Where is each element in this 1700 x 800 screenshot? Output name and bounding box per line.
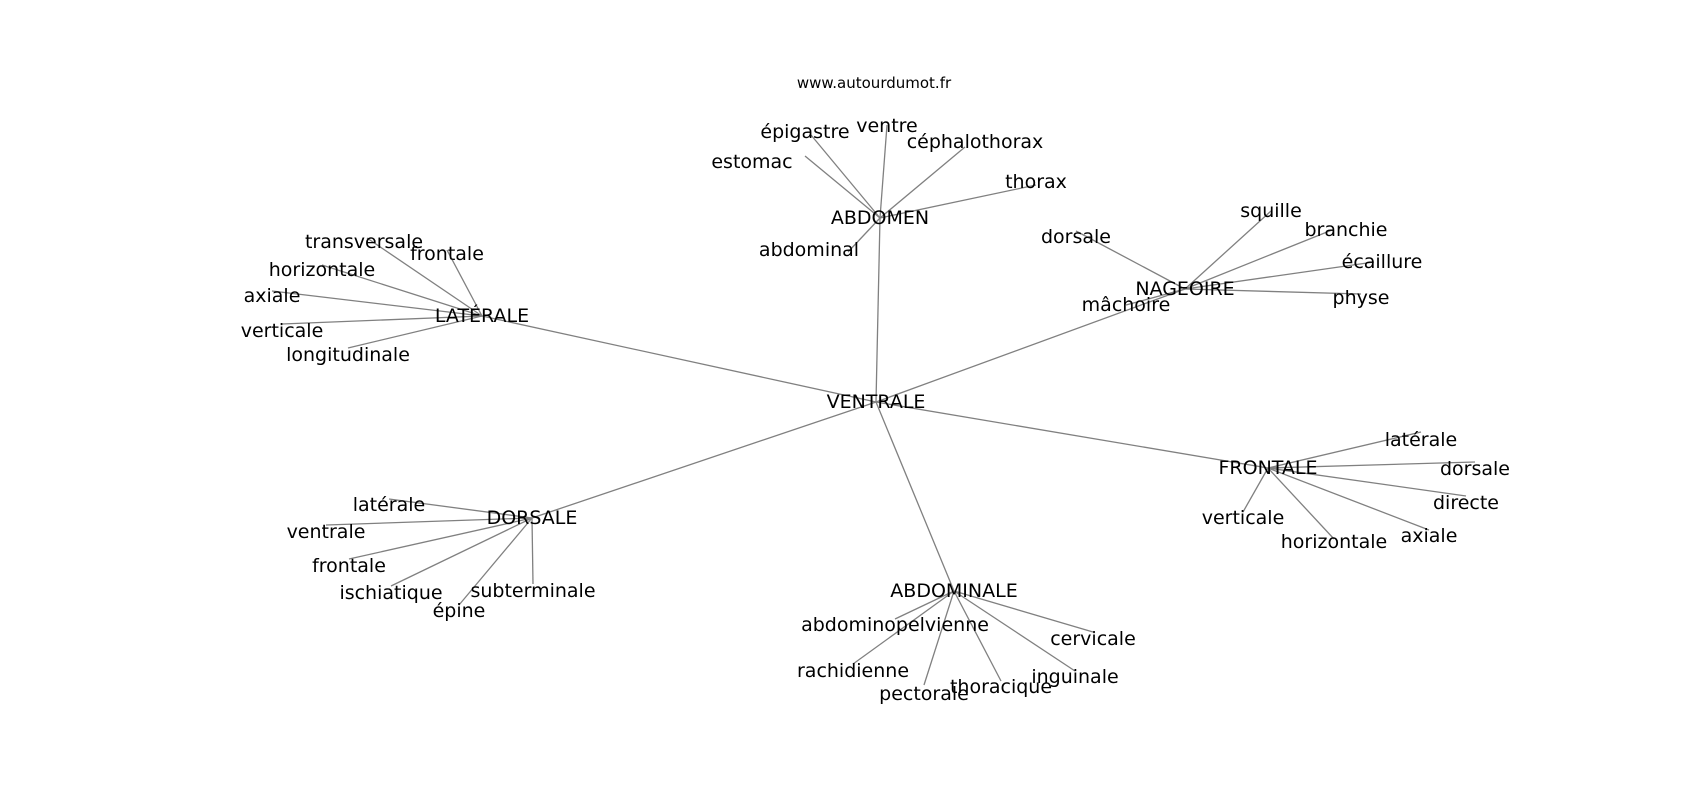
word-node[interactable]: céphalothorax — [907, 131, 1044, 153]
edge-hub-to-word — [1242, 467, 1269, 513]
edge-hub-to-word — [271, 290, 483, 317]
word-node[interactable]: branchie — [1304, 219, 1387, 241]
edge-center-to-hub — [531, 401, 877, 519]
edge-center-to-hub — [875, 401, 1269, 469]
edge-hub-to-word — [446, 249, 483, 317]
hub-node[interactable]: ABDOMEN — [831, 207, 929, 229]
word-node[interactable]: frontale — [312, 555, 386, 577]
word-node[interactable]: directe — [1433, 492, 1499, 514]
word-node[interactable]: mâchoire — [1082, 294, 1171, 316]
edge-hub-to-word — [1267, 467, 1335, 540]
edge-hub-to-word — [953, 590, 1094, 633]
edge-hub-to-word — [388, 498, 533, 519]
word-node[interactable]: dorsale — [1440, 458, 1510, 480]
edge-hub-to-word — [852, 590, 955, 665]
word-node[interactable]: verticale — [1202, 507, 1285, 529]
graph-labels: VENTRALE estomac épigastre ventrecéphalotho… — [241, 115, 1510, 705]
word-node[interactable]: estomac — [711, 151, 792, 173]
word-node[interactable]: squille — [1240, 200, 1302, 222]
word-node[interactable]: verticale — [241, 320, 324, 342]
word-node[interactable]: épigastre — [760, 121, 849, 143]
word-node[interactable]: rachidienne — [797, 660, 909, 682]
hub-node[interactable]: NAGEOIRE — [1135, 278, 1234, 300]
edge-hub-to-word — [325, 517, 533, 526]
edge-hub-to-word — [1267, 461, 1476, 469]
edge-hub-to-word — [810, 134, 881, 219]
hub-node[interactable]: DORSALE — [487, 507, 578, 529]
word-node[interactable]: épine — [433, 600, 486, 622]
word-node[interactable]: horizontale — [269, 259, 375, 281]
edge-hub-to-word — [894, 590, 955, 620]
edge-hub-to-word — [347, 315, 483, 349]
word-node[interactable]: abdominopelvienne — [801, 614, 989, 636]
edge-hub-to-word — [1267, 467, 1430, 531]
edge-hub-to-word — [1267, 467, 1467, 497]
edge-hub-to-word — [1075, 230, 1186, 290]
word-node[interactable]: cervicale — [1050, 628, 1136, 650]
edge-center-to-hub — [875, 217, 881, 403]
hub-node[interactable]: LATÉRALE — [435, 304, 529, 327]
word-node[interactable]: latérale — [1385, 429, 1457, 451]
edge-hub-to-word — [879, 184, 1037, 219]
edge-hub-to-word — [923, 590, 955, 686]
hub-node[interactable]: FRONTALE — [1218, 457, 1317, 479]
word-node[interactable]: ventrale — [287, 521, 366, 543]
edge-hub-to-word — [1125, 288, 1186, 306]
word-node[interactable]: thoracique — [950, 676, 1052, 698]
word-node[interactable]: inguinale — [1031, 666, 1118, 688]
edge-hub-to-word — [281, 315, 483, 325]
word-node[interactable]: thorax — [1005, 171, 1067, 193]
edge-hub-to-word — [847, 217, 881, 253]
center-node[interactable]: VENTRALE — [827, 391, 926, 413]
word-node[interactable]: ischiatique — [339, 582, 442, 604]
edge-center-to-hub — [875, 288, 1186, 403]
word-node[interactable]: ventre — [856, 115, 918, 137]
word-node[interactable]: frontale — [410, 243, 484, 265]
word-node[interactable]: axiale — [244, 285, 301, 307]
edge-hub-to-word — [321, 264, 483, 317]
edge-hub-to-word — [1184, 210, 1272, 290]
word-node[interactable]: latérale — [353, 494, 425, 516]
word-node[interactable]: horizontale — [1281, 531, 1387, 553]
edge-hub-to-word — [879, 146, 966, 219]
edge-hub-to-word — [1184, 261, 1375, 290]
word-node[interactable]: écaillure — [1342, 251, 1423, 273]
word-node[interactable]: longitudinale — [286, 344, 410, 366]
edge-hub-to-word — [953, 590, 1076, 672]
edge-hub-to-word — [879, 124, 888, 219]
edge-hub-to-word — [348, 517, 533, 560]
word-node[interactable]: abdominal — [759, 239, 859, 261]
edge-hub-to-word — [1267, 431, 1422, 469]
word-node[interactable]: physe — [1333, 287, 1390, 309]
edge-hub-to-word — [366, 237, 483, 317]
edge-hub-to-word — [1184, 288, 1362, 295]
edge-hub-to-word — [953, 590, 1002, 682]
site-url: www.autourdumot.fr — [797, 74, 952, 92]
edge-hub-to-word — [531, 517, 534, 585]
edge-hub-to-word — [1184, 229, 1333, 290]
word-node[interactable]: dorsale — [1041, 226, 1111, 248]
word-node[interactable]: transversale — [305, 231, 423, 253]
edge-hub-to-word — [458, 517, 533, 606]
word-node[interactable]: subterminale — [470, 580, 595, 602]
edge-center-to-hub — [875, 401, 955, 592]
word-node[interactable]: axiale — [1401, 525, 1458, 547]
edge-hub-to-word — [804, 155, 881, 219]
edge-center-to-hub — [481, 315, 877, 403]
word-node[interactable]: pectorale — [879, 683, 969, 705]
hub-node[interactable]: ABDOMINALE — [890, 580, 1017, 602]
edge-hub-to-word — [390, 517, 533, 587]
graph-edges — [271, 124, 1476, 686]
